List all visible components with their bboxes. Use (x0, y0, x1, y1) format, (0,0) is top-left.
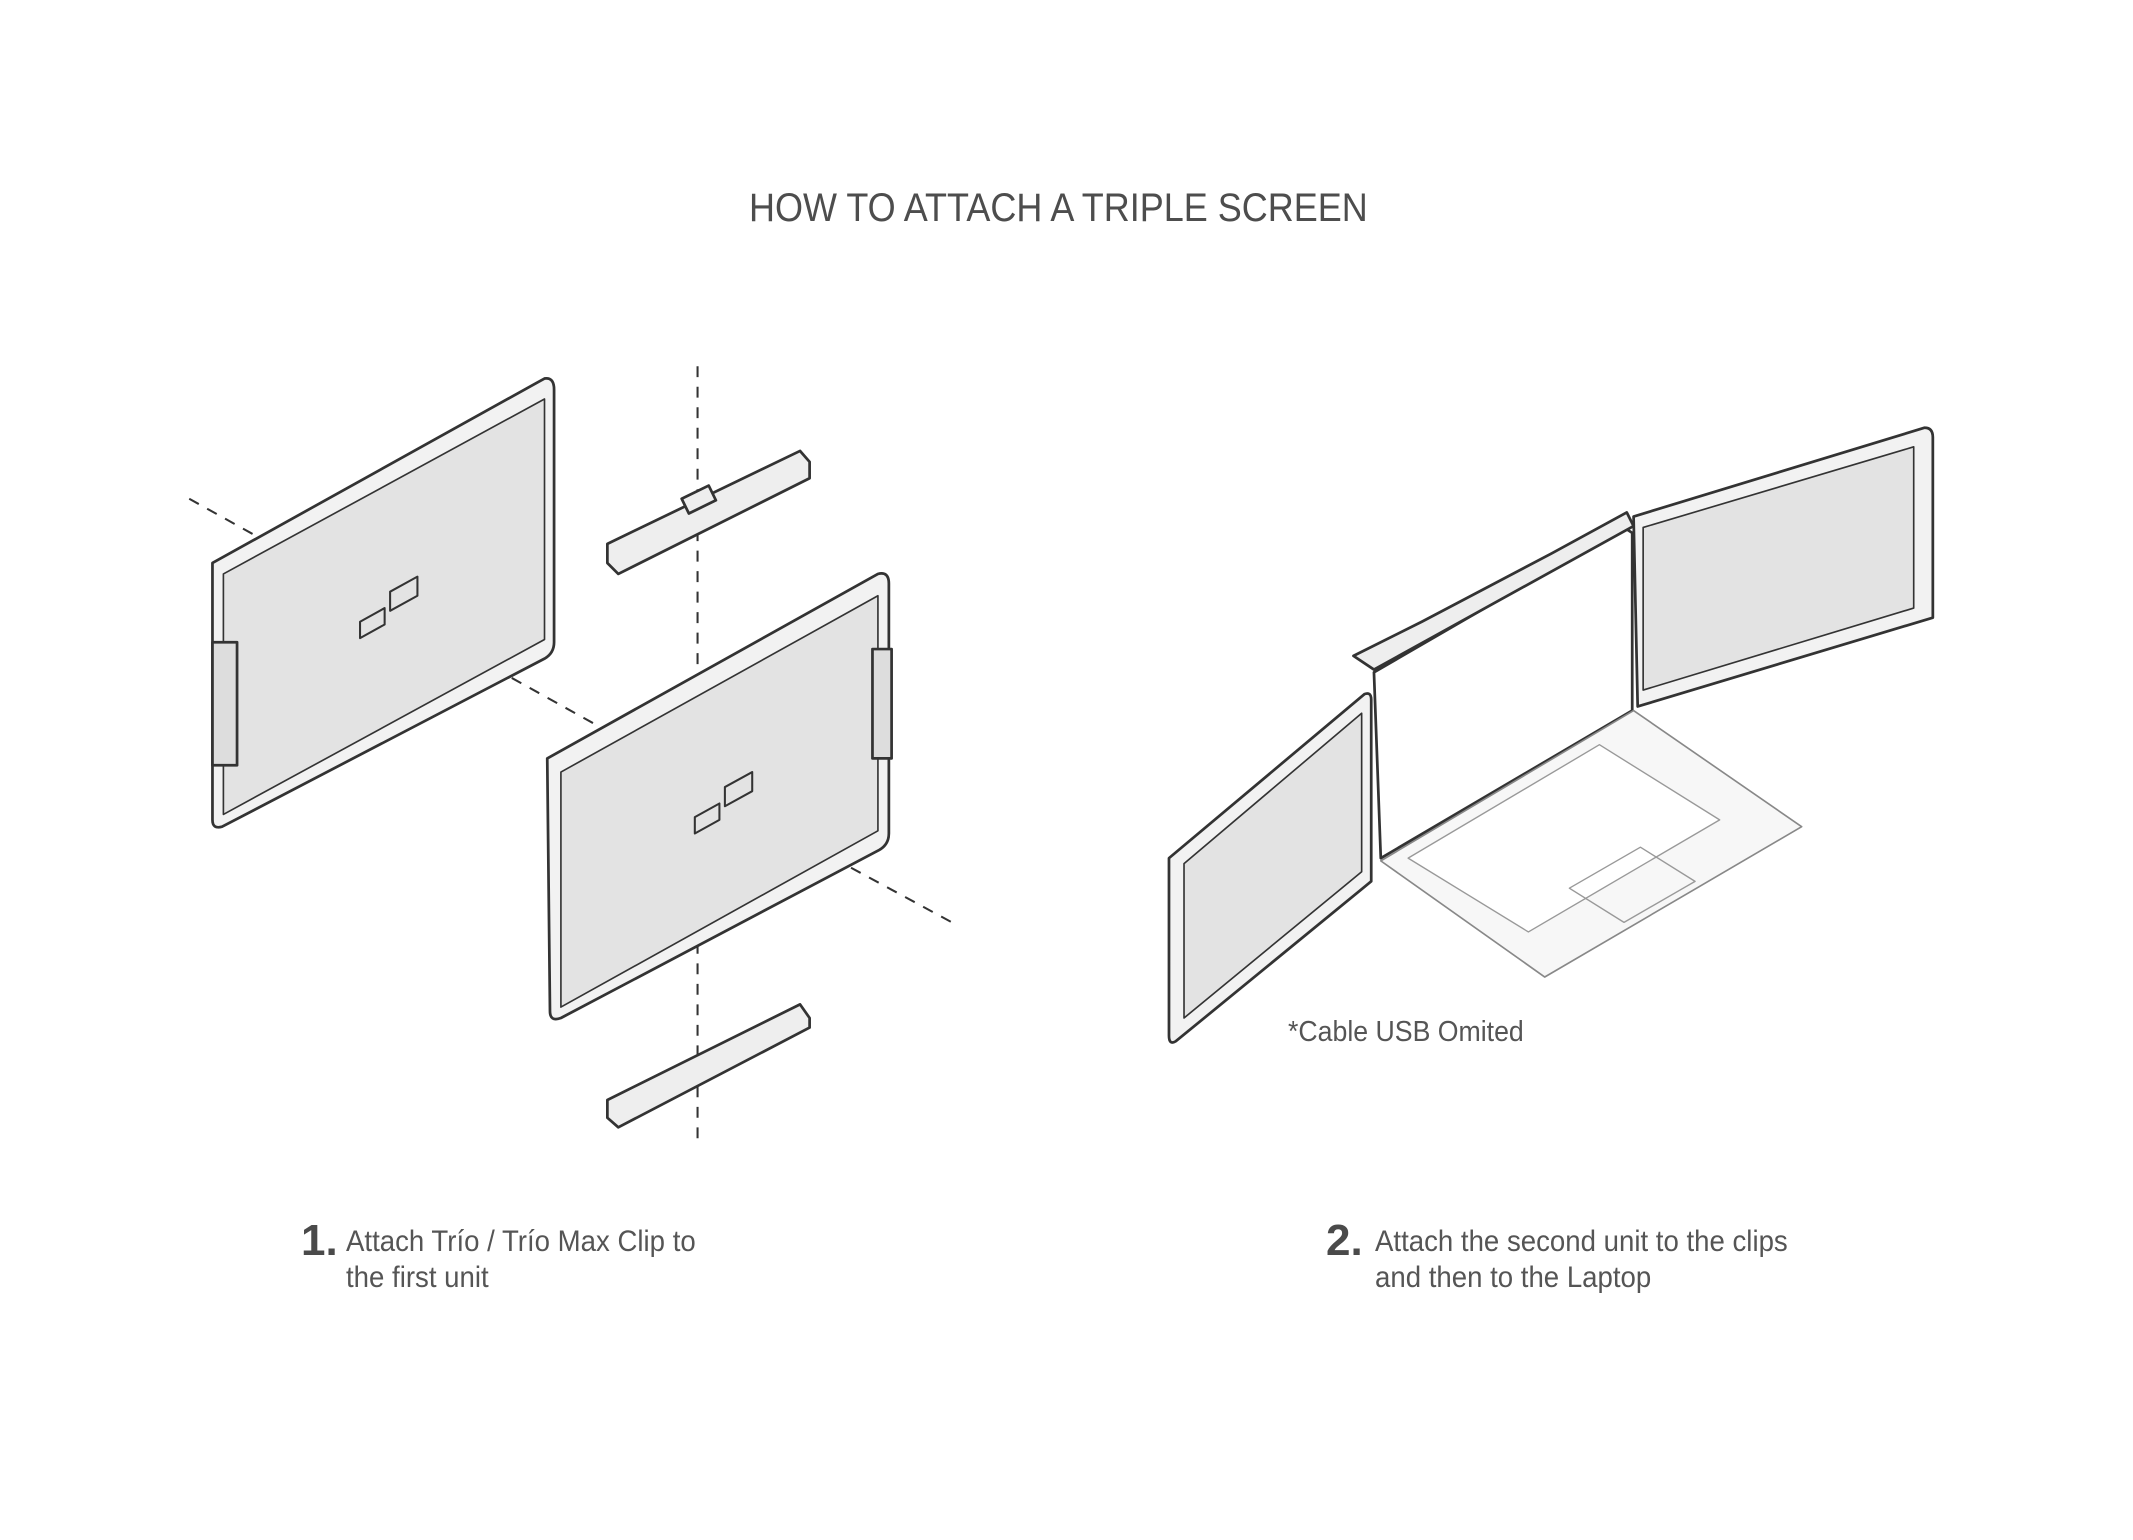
second-monitor (545, 572, 893, 1021)
step-number: 1. (301, 1216, 338, 1265)
step-number: 2. (1326, 1216, 1363, 1265)
laptop-base (1379, 709, 1803, 978)
step-text-line2: the first unit (346, 1261, 489, 1294)
right-screen (1632, 426, 1935, 708)
step-text-line2: and then to the Laptop (1375, 1261, 1652, 1294)
bottom-clip (606, 1002, 811, 1129)
cable-note: *Cable USB Omited (1288, 1016, 1524, 1048)
page-title: HOW TO ATTACH A TRIPLE SCREEN (749, 186, 1368, 230)
step-text-line1: Attach Trío / Trío Max Clip to (346, 1225, 696, 1258)
top-clip (606, 449, 811, 576)
left-screen (1167, 692, 1373, 1044)
laptop-screen (1352, 511, 1635, 860)
step-text-line1: Attach the second unit to the clips (1375, 1225, 1788, 1258)
first-monitor (211, 377, 556, 829)
